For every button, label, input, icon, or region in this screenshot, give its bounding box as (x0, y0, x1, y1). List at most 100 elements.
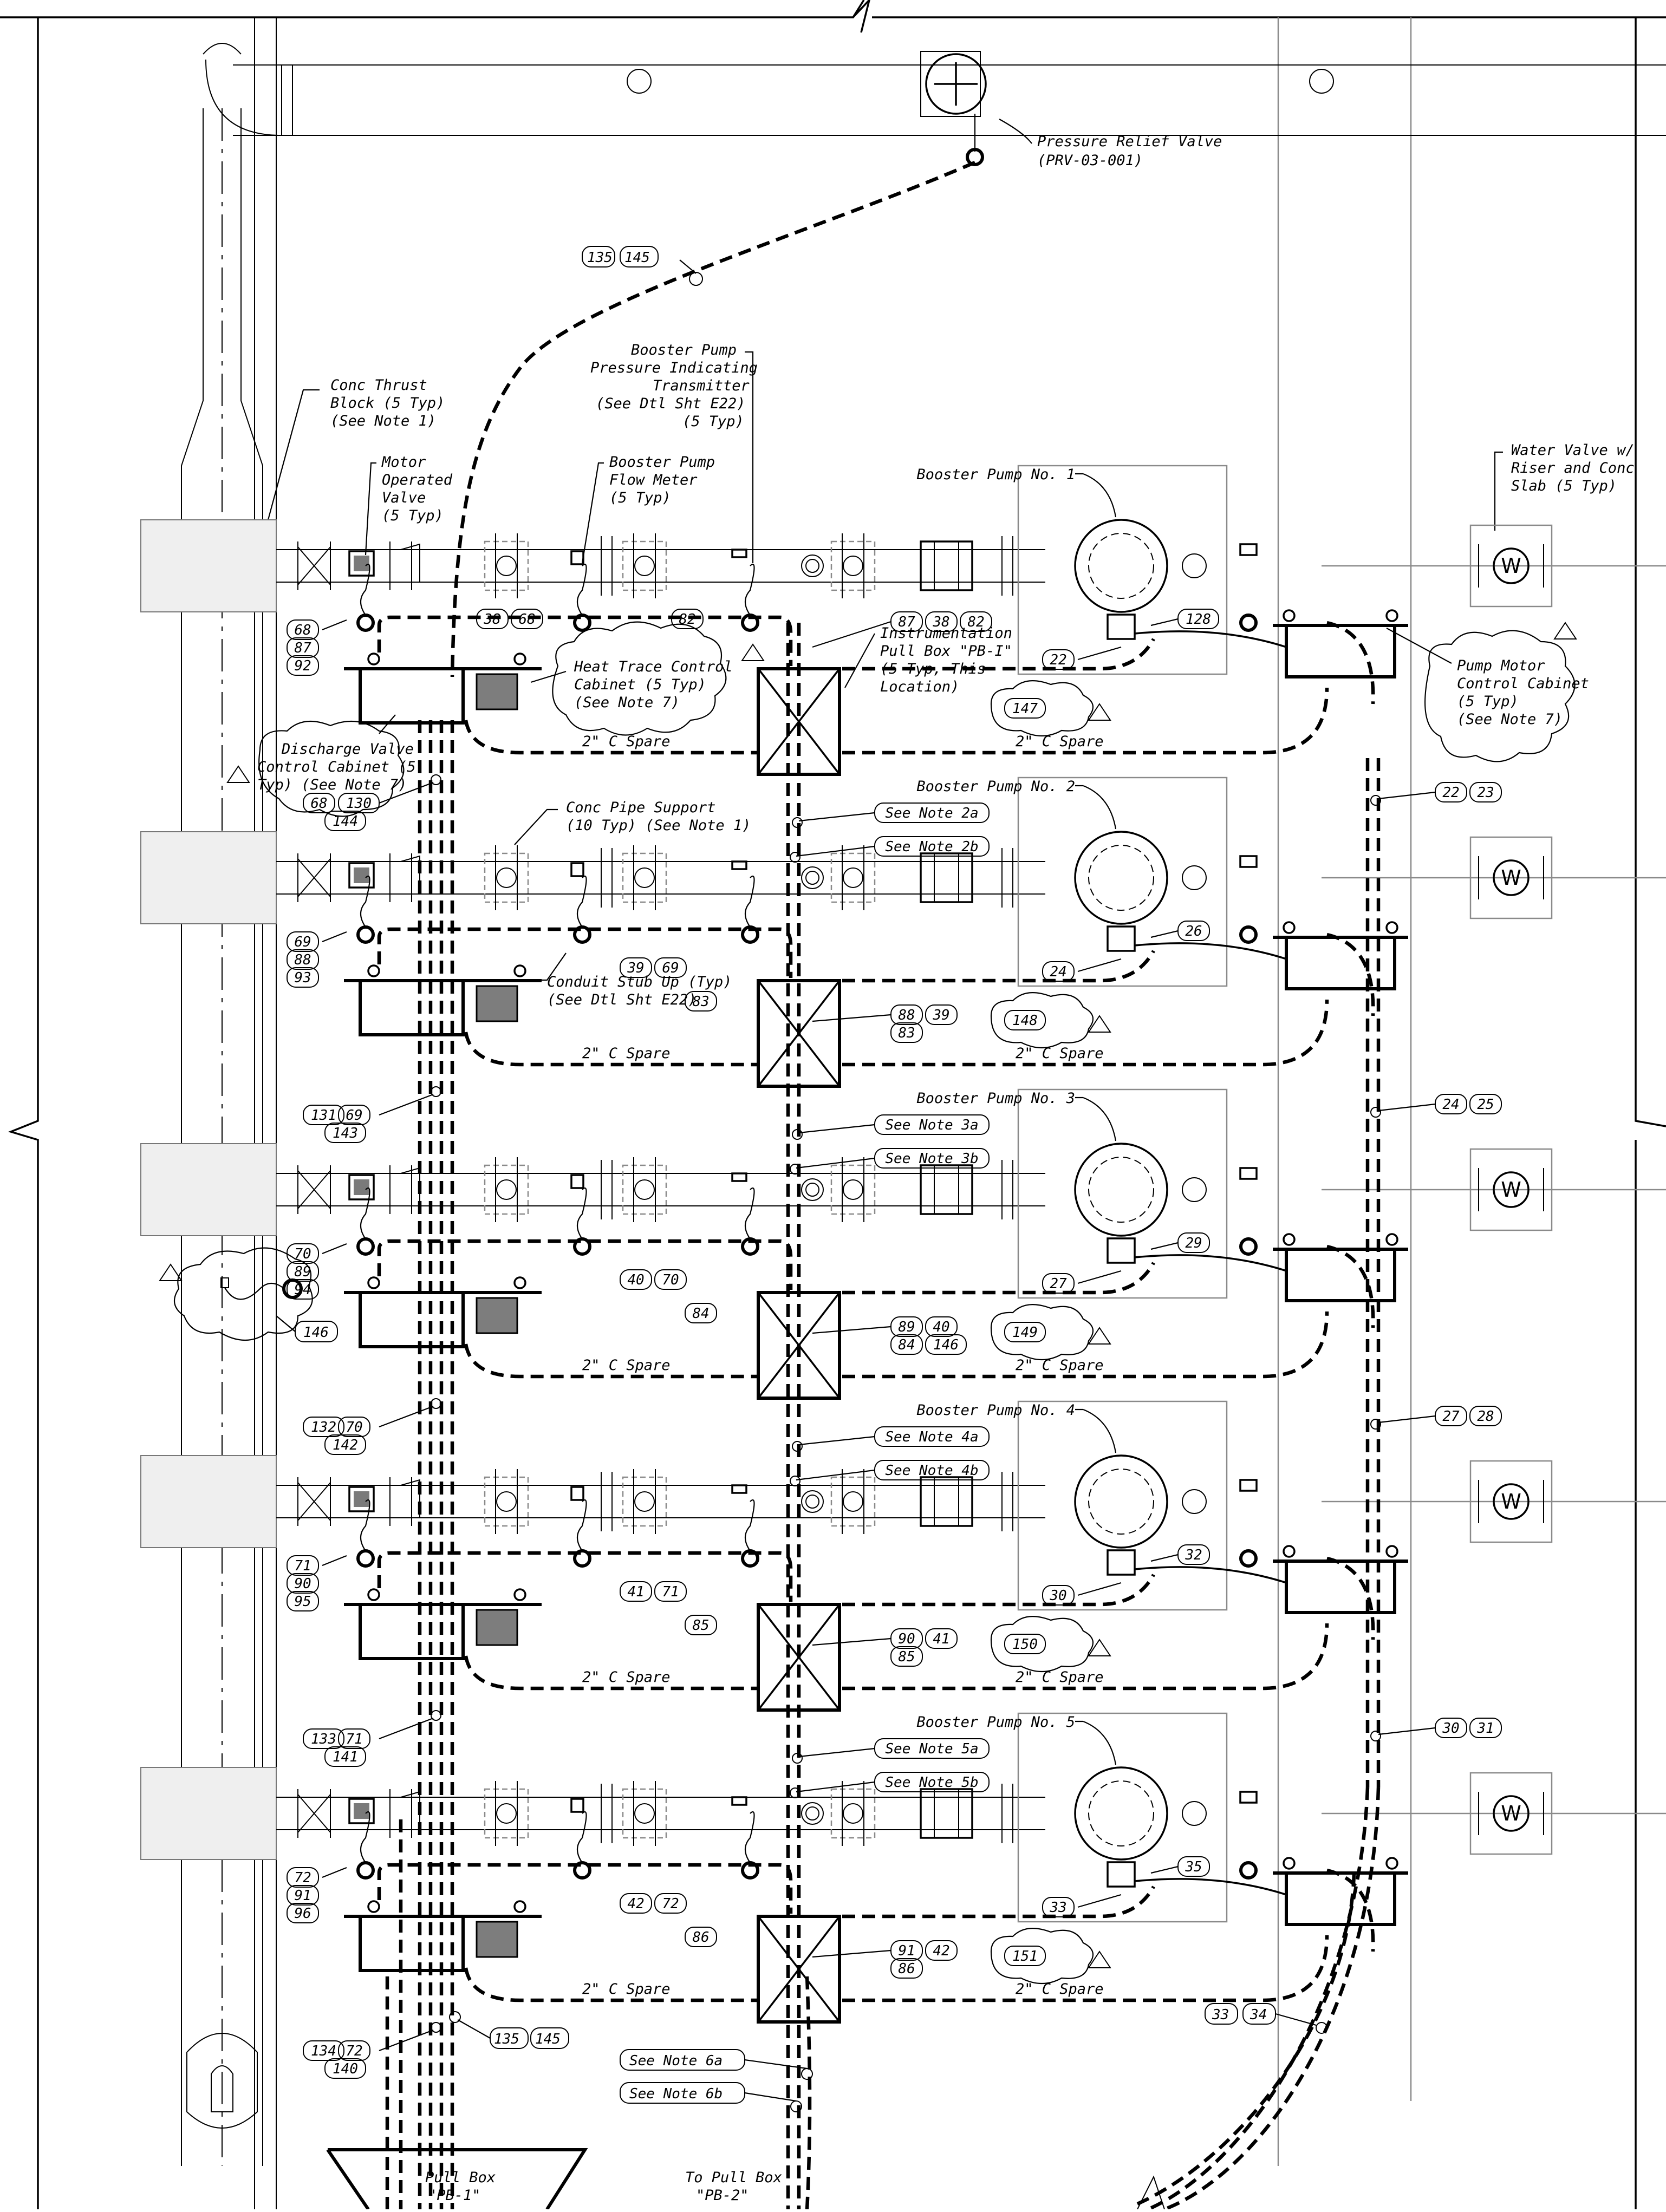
dvc-tag-0: 68 (310, 795, 327, 812)
riser-tag-0: 24 (1442, 1097, 1459, 1113)
water-valve-flanges (1478, 1792, 1544, 1835)
pump-label: Booster Pump No. 2 (916, 778, 1075, 795)
spare-label-right: 2" C Spare (1016, 1669, 1104, 1686)
dvc-conduit-marker (431, 1398, 441, 1409)
pt-tag-pill (685, 1303, 717, 1323)
fm-tag-0-pill (620, 1893, 652, 1914)
cabinet-post (513, 964, 526, 977)
pb-tag-1-0: 85 (898, 1649, 915, 1665)
pump-label: Booster Pump No. 3 (916, 1090, 1075, 1107)
dvc-label-3: Typ) (See Note 7) (257, 777, 407, 793)
support-bolt (496, 1179, 517, 1200)
wv-label-3: Slab (5 Typ) (1511, 478, 1617, 494)
fm-tag-0: 41 (627, 1584, 644, 1600)
dvc-tag-2: 140 (333, 2061, 358, 2077)
water-valve-flanges (1478, 1168, 1544, 1211)
flange (842, 533, 864, 598)
note-marker-b (790, 852, 801, 863)
flange (842, 1781, 864, 1846)
pump-pad (1017, 1712, 1228, 1923)
pb-label-2: Pull Box "PB-I" (880, 643, 1012, 660)
stub-wire (576, 1499, 587, 1551)
pipe-support (622, 1164, 667, 1215)
riser-tag-leader (1378, 791, 1436, 800)
pmc-sensor (1239, 1167, 1258, 1180)
motor-feeder (1134, 1254, 1287, 1272)
wv-label-1: Water Valve w/ (1511, 442, 1635, 459)
flange (633, 533, 656, 598)
pmc-label-1: Pump Motor (1457, 657, 1545, 674)
cabinet-post (513, 1588, 526, 1601)
pump-motor-control-cabinet (1285, 1871, 1396, 1926)
heat-trace-cabinet (359, 979, 465, 1036)
pt-tag-pill (685, 1927, 717, 1947)
mov-tag-0-pill (287, 1867, 319, 1888)
prv-conduit (450, 161, 976, 677)
pb-tag-1-1: 146 (933, 1337, 959, 1353)
mov-tag-leader (322, 1555, 347, 1567)
flange (633, 1157, 656, 1222)
support-bolt (843, 1491, 863, 1512)
dvc-tag-0: 134 (311, 2043, 336, 2059)
pt-tag: 84 (692, 1306, 709, 1322)
spare-label-left: 2" C Spare (582, 1669, 671, 1686)
cloud-tag: 149 (1012, 1324, 1038, 1341)
revision-cloud (990, 680, 1094, 737)
dvc-conduit-marker (431, 774, 441, 785)
tag-145-bottom: 145 (535, 2031, 561, 2047)
note-a: See Note 2a (885, 805, 978, 821)
dvc-tag-2: 143 (333, 1125, 358, 1141)
coupling-ribs (934, 1789, 959, 1838)
motor-tag-leader (1077, 646, 1122, 661)
gauge-inner (805, 1183, 819, 1197)
support-bolt (496, 867, 517, 888)
pmc-tag-leader (1150, 1865, 1179, 1874)
dvc-tag-leader (379, 1093, 434, 1116)
booster-pump (1074, 1766, 1168, 1861)
riser-tag-1: 28 (1477, 1408, 1494, 1425)
pull-box-2-line2: "PB-2" (696, 2187, 749, 2204)
motor-feeder (1134, 630, 1287, 648)
pump-callout-line (1075, 1720, 1117, 1765)
revision-cloud (990, 1928, 1094, 1985)
pipe-support (830, 540, 876, 591)
thrust-block (140, 1455, 277, 1548)
riser-tag-1-pill (1469, 782, 1502, 802)
fm-label-3: (5 Typ) (609, 490, 671, 506)
gauge-inner (805, 1806, 819, 1821)
fm-tag-0: 42 (627, 1896, 644, 1912)
dvc-tag-1: 69 (346, 1107, 362, 1124)
pump-pad (1017, 465, 1228, 675)
dvc-tag-2-pill (324, 1434, 366, 1455)
mov-actuator-fill (354, 1179, 369, 1195)
pb-tag-0-1-pill (925, 1316, 958, 1337)
mov-tag-leader (322, 931, 347, 943)
heat-trace-cabinet (359, 667, 465, 725)
pump-callout-line (1075, 1097, 1117, 1141)
pump-pad (1017, 777, 1228, 987)
revision-cloud (990, 992, 1094, 1049)
motor-feeder (1134, 1566, 1287, 1584)
stub-wire (576, 563, 587, 616)
pb-tag-0-0: 88 (898, 1007, 915, 1023)
mov-tag-1: 88 (294, 952, 311, 968)
mov-tag-0: 71 (294, 1558, 311, 1574)
conduit-spare-left (464, 1343, 758, 1379)
flow-meter-flange (601, 536, 613, 596)
gauge (801, 866, 824, 889)
riser-tag-1: 23 (1477, 785, 1494, 801)
booster-pump (1074, 831, 1168, 925)
discharge-valve-cabinet (476, 1921, 518, 1958)
cabinet-post (367, 1900, 380, 1913)
motor-tag-leader (1077, 1894, 1122, 1908)
spare-label-right: 2" C Spare (1016, 733, 1104, 750)
flow-meter-transmitter (570, 1486, 584, 1501)
motor-tag: 27 (1050, 1276, 1067, 1292)
dvc-tag-1: 70 (346, 1419, 362, 1435)
motor-feeder (1134, 1878, 1287, 1896)
flow-meter-transmitter (570, 1798, 584, 1813)
valve-body (297, 1477, 331, 1526)
